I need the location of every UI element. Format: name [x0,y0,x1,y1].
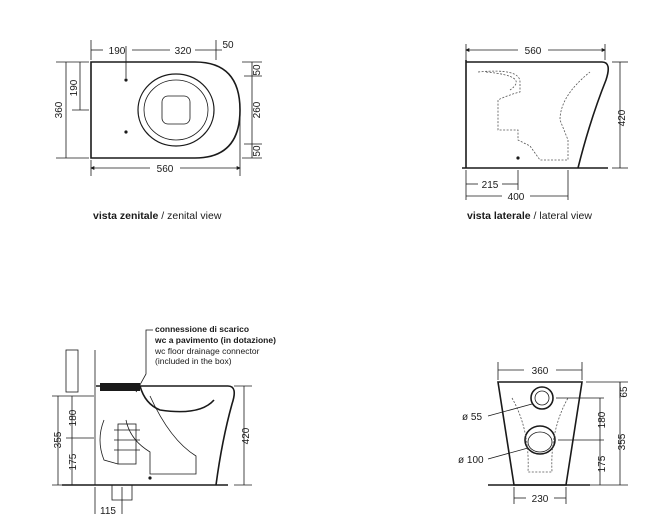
front-inlet-small [530,386,554,410]
lateral-body-outline [466,61,610,169]
front-body-outline [497,381,583,486]
section-note-line-3: wc floor drainage connector [154,346,260,356]
zenital-dim-right-mid: 260 [252,101,263,118]
front-dim-bottom: 230 [532,494,549,505]
front-dim-top: 360 [532,366,549,377]
section-seat [100,383,140,391]
zenital-caption-bold: vista zenitale [93,210,159,222]
lateral-caption-bold: vista laterale [467,210,531,222]
front-dim-right-top: 65 [619,386,630,398]
zenital-fixing-hole [124,130,128,134]
front-dim-dia-large: ø 100 [458,455,484,466]
section-drain-connector [117,423,137,465]
lateral-caption: vista laterale / lateral view [467,210,592,222]
section-dim-left-outer: 355 [53,431,64,448]
lateral-dim-bot-inner: 215 [482,180,499,191]
zenital-seat-ring [137,73,215,147]
lateral-caption-light: / lateral view [531,210,593,222]
section-dim-bottom: 115 [100,506,116,517]
front-view: 360 230 65 180 175 355 ø 55 ø 100 [458,362,630,505]
section-note-line-1: connessione di scarico [155,324,249,334]
section-wall-pipe [65,349,79,393]
zenital-fixing-hole [124,78,128,82]
zenital-bowl-outline [90,61,241,159]
section-view: connessione di scarico wc a pavimento (i… [52,324,276,517]
section-dim-left-lower: 175 [68,453,79,470]
front-dim-right-mid: 180 [597,411,608,428]
zenital-dim-top-mid: 320 [175,46,192,57]
zenital-dim-top-right: 50 [222,40,234,51]
front-dim-right-bot: 175 [597,455,608,472]
lateral-dim-top: 560 [525,46,542,57]
front-dim-right-outer: 355 [617,433,628,450]
zenital-dim-left-inner: 190 [69,79,80,96]
section-dim-left-upper: 180 [68,409,79,426]
lateral-dim-right: 420 [617,109,628,126]
zenital-dim-bottom: 560 [157,164,174,175]
zenital-dim-right-bot: 50 [252,145,263,157]
zenital-dim-top-left: 190 [109,46,126,57]
zenital-caption-light: / zenital view [158,210,221,222]
section-dim-right: 420 [241,427,252,444]
section-note-line-4: (included in the box) [155,356,232,366]
zenital-dim-left-outer: 360 [54,101,65,118]
lateral-view: 560 420 215 400 vista laterale / lateral… [462,44,628,222]
zenital-caption: vista zenitale / zenital view [93,210,222,222]
section-bowl-outline [96,385,236,486]
zenital-dim-right-top: 50 [252,64,263,76]
zenital-drain-square [161,95,191,125]
zenital-view: 190 320 50 50 260 50 360 190 560 vista z… [54,40,263,222]
lateral-dim-bot-outer: 400 [508,192,525,203]
zenital-seat-inner [143,79,209,141]
front-outlet-large [524,425,556,455]
section-note-line-2: wc a pavimento (in dotazione) [154,335,276,345]
lateral-hidden-trap [477,70,591,161]
front-dim-dia-small: ø 55 [462,412,482,423]
